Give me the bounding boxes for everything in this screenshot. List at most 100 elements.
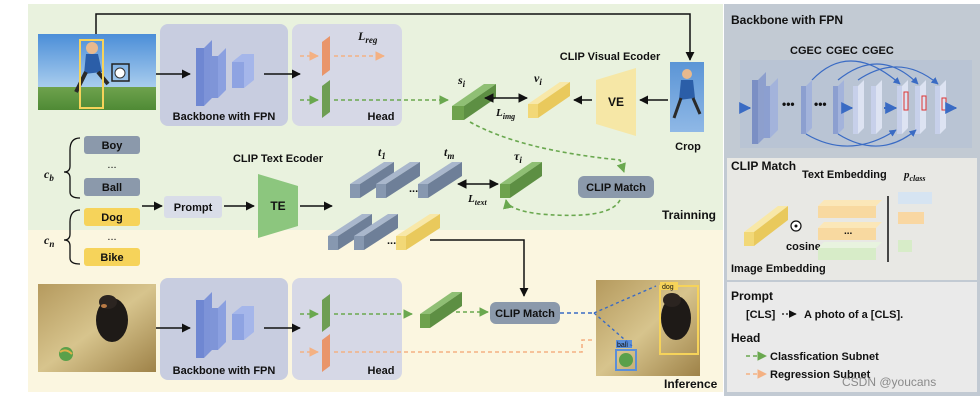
text-feature-tau [500, 162, 542, 198]
legend-prompt-text: A photo of a [CLS]. [804, 309, 903, 321]
prompt-box [164, 196, 222, 218]
novel-class-bike [84, 248, 140, 266]
head-box-bottom [292, 278, 402, 380]
regression-subnet-top [322, 36, 330, 76]
crop-label: Crop [675, 141, 701, 153]
clip-visual-encoder-label: CLIP Visual Ecoder [560, 51, 661, 63]
backbone-cubes-top [196, 40, 254, 106]
cn-brace [63, 209, 81, 265]
legend-clip-match-title: CLIP Match [731, 159, 796, 173]
text-embeddings-base [350, 162, 462, 198]
blue-dashed-to-dog [593, 285, 657, 314]
legend-cgec-3: CGEC [862, 45, 894, 57]
classification-subnet-bottom [322, 294, 330, 332]
legend-image-embedding-bar [744, 206, 788, 246]
base-class-ball-label: Ball [102, 182, 122, 194]
legend-embedding-ellipsis: ... [844, 226, 853, 237]
inference-image-feature [420, 292, 462, 328]
tm-label: tm [444, 145, 454, 161]
head-label-bottom: Head [368, 365, 395, 377]
prompt-label: Prompt [174, 202, 213, 214]
dog-detection-box [659, 285, 699, 355]
ve-label: VE [608, 95, 624, 109]
clip-match-train-label: CLIP Match [586, 182, 646, 194]
vi-label: vi [534, 71, 542, 87]
image-feature-si [452, 84, 496, 120]
boy-image [38, 34, 156, 110]
legend-cosine-label: cosine [786, 241, 821, 253]
watermark: CSDN @youcans [842, 375, 936, 389]
si-label: si [457, 73, 466, 89]
boy-bbox [79, 39, 104, 109]
te-label: TE [270, 199, 285, 213]
blue-dashed-to-ball [593, 312, 633, 347]
backbone-cubes-bottom [196, 292, 254, 358]
backbone-label-bottom: Backbone with FPN [173, 365, 276, 377]
fpn-dots-2: ••• [814, 97, 827, 111]
image-embedding-vi [528, 82, 570, 118]
legend-prompt-cls: [CLS] [746, 309, 776, 321]
ball-detection-box [615, 349, 637, 371]
legend-cgec-1: CGEC [790, 45, 822, 57]
training-label: Trainning [662, 208, 716, 222]
legend-pclass-bar-3 [898, 240, 912, 252]
t1-label: t1 [378, 145, 386, 161]
ball-detection-label: ball [617, 342, 628, 349]
legend-prompt-head-panel [727, 282, 977, 392]
orange-dashed-out [334, 339, 594, 353]
legend-head-title: Head [731, 331, 760, 345]
novel-class-ellipsis: ... [107, 231, 116, 243]
legend-cls-label: Classfication Subnet [770, 351, 879, 363]
ellipsis-bottom: ... [387, 235, 396, 247]
legend-text-embedding: Text Embedding [802, 169, 887, 181]
clip-match-infer-box [490, 302, 560, 324]
legend-fpn-diagram: ••• ••• [739, 60, 972, 148]
regression-subnet-bottom [322, 334, 330, 372]
legend-pclass-bar-1 [898, 192, 932, 204]
text-embeddings-all [328, 214, 440, 250]
clip-text-encoder-label: CLIP Text Ecoder [233, 153, 324, 165]
dog-image [38, 284, 156, 372]
arrow-embeddings-to-clipmatch [430, 239, 529, 297]
legend-reg-label: Regression Subnet [770, 369, 871, 381]
dog-detection-label: dog [662, 284, 674, 291]
legend-fpn-title: Backbone with FPN [731, 13, 843, 27]
ball-bbox [111, 63, 130, 82]
novel-class-bike-label: Bike [100, 252, 123, 264]
loss-img-label: Limg [495, 107, 515, 121]
loss-reg-label: Lreg [357, 29, 378, 45]
legend-image-embedding: Image Embedding [731, 263, 826, 275]
legend-pclass-bar-2 [898, 212, 924, 224]
tau-label: τi [514, 149, 522, 165]
cb-label: cb [44, 167, 54, 183]
ve-trapezoid [596, 68, 636, 136]
arrow-to-crop [95, 13, 695, 61]
backbone-label-top: Backbone with FPN [173, 111, 276, 123]
fpn-dots-1: ••• [782, 97, 795, 111]
te-trapezoid [258, 174, 298, 238]
novel-class-dog [84, 208, 140, 226]
clip-match-infer-label: CLIP Match [495, 308, 555, 320]
legend-cosine-dot [794, 224, 798, 228]
base-class-boy-label: Boy [102, 140, 124, 152]
dashed-si-to-clipmatch [469, 121, 626, 173]
legend-text-embedding-bars [818, 200, 882, 260]
result-image: dog ball [596, 280, 700, 376]
legend-cgec-2: CGEC [826, 45, 858, 57]
head-label-top: Head [368, 111, 395, 123]
legend-prompt-title: Prompt [731, 289, 773, 303]
cn-label: cn [44, 233, 54, 249]
head-box-top [292, 24, 402, 126]
base-class-ellipsis: ... [107, 159, 116, 171]
loss-text-label: Ltext [467, 193, 488, 207]
novel-class-dog-label: Dog [101, 212, 122, 224]
base-class-boy [84, 136, 140, 154]
classification-subnet-top [322, 80, 330, 118]
cb-brace [63, 137, 81, 199]
inference-label: Inference [664, 377, 718, 391]
base-class-ball [84, 178, 140, 196]
legend-p-class: pclass [903, 169, 926, 183]
ellipsis-top: ... [409, 183, 418, 195]
